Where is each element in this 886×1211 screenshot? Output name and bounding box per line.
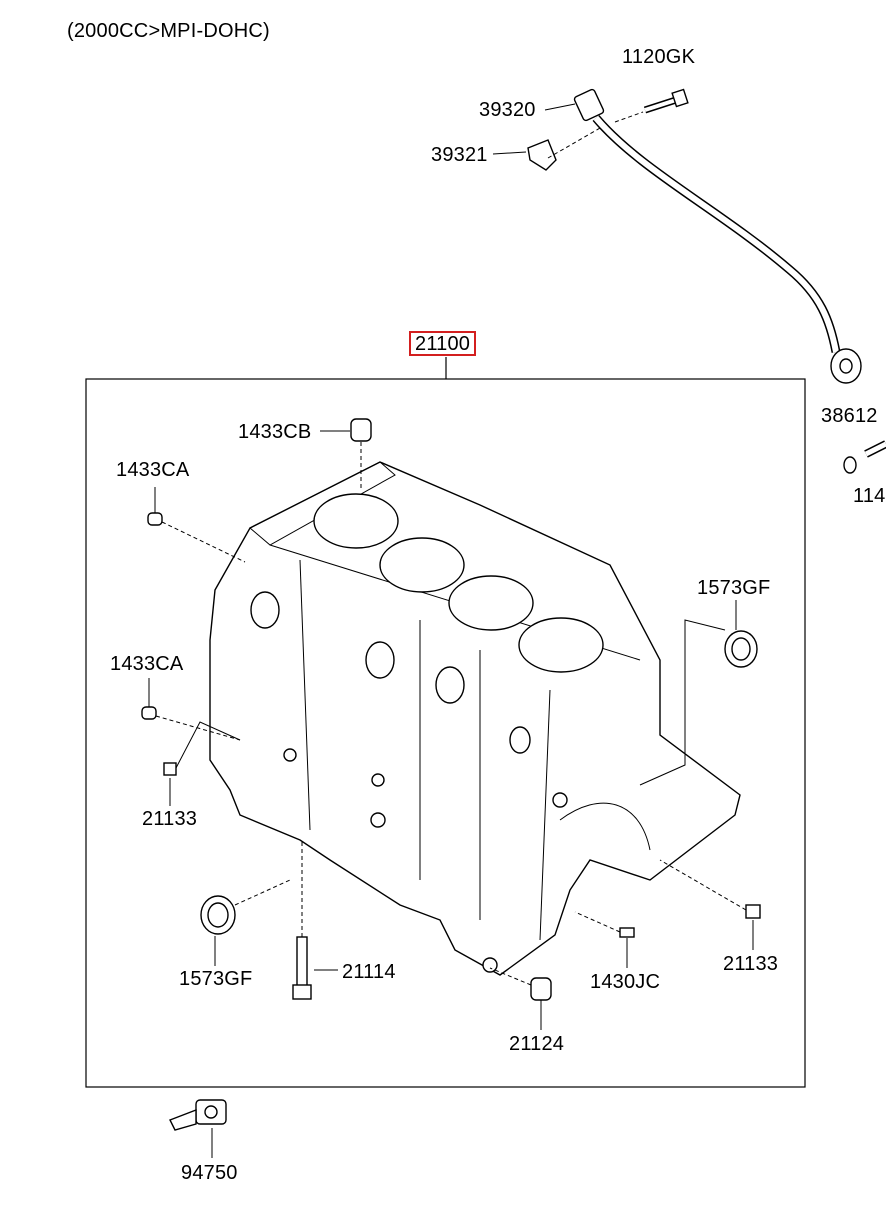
part-label-38612[interactable]: 38612 <box>821 405 878 427</box>
part-label-1573GF-left[interactable]: 1573GF <box>179 968 253 990</box>
part-label-21124[interactable]: 21124 <box>509 1033 565 1055</box>
part-label-1433CA-top[interactable]: 1433CA <box>116 459 190 481</box>
main-assembly-part-number[interactable]: 21100 <box>409 331 477 356</box>
oil-gauge-tube-drawing <box>573 88 862 384</box>
part-label-1573GF-right[interactable]: 1573GF <box>697 577 771 599</box>
part-label-1120GK[interactable]: 1120GK <box>622 46 696 68</box>
washer-38612-drawing <box>843 456 857 474</box>
engine-spec-label: (2000CC>MPI-DOHC) <box>67 20 270 42</box>
part-label-21114[interactable]: 21114 <box>342 961 396 983</box>
dowel-1433CA-top-drawing <box>147 512 246 563</box>
part-label-39321[interactable]: 39321 <box>431 144 488 166</box>
dowel-1433CB-drawing <box>350 418 372 490</box>
plug-21133-left-drawing <box>163 721 241 776</box>
bracket-39321-drawing <box>527 127 601 171</box>
bolt-1120GK-drawing <box>614 88 689 123</box>
part-label-39320[interactable]: 39320 <box>479 99 536 121</box>
pin-1430JC-drawing <box>574 911 635 938</box>
part-label-114[interactable]: 114 <box>853 485 886 507</box>
dowel-1433CA-mid-drawing <box>141 706 241 741</box>
cylinder-block-drawing <box>209 461 741 976</box>
seal-1573GF-left-drawing <box>200 879 291 935</box>
plug-21133-right-drawing <box>659 859 761 919</box>
dowel-21124-drawing <box>489 967 552 1001</box>
part-label-21133-left[interactable]: 21133 <box>142 808 198 830</box>
bolt-21114-drawing <box>292 842 312 1000</box>
part-label-1430JC[interactable]: 1430JC <box>590 971 661 993</box>
seal-1573GF-right-drawing <box>639 619 758 786</box>
sensor-94750-drawing <box>169 1099 227 1131</box>
part-label-1433CA-mid[interactable]: 1433CA <box>110 653 184 675</box>
part-label-1433CB[interactable]: 1433CB <box>238 421 312 443</box>
part-label-21133-right[interactable]: 21133 <box>723 953 779 975</box>
part-label-94750[interactable]: 94750 <box>181 1162 238 1184</box>
